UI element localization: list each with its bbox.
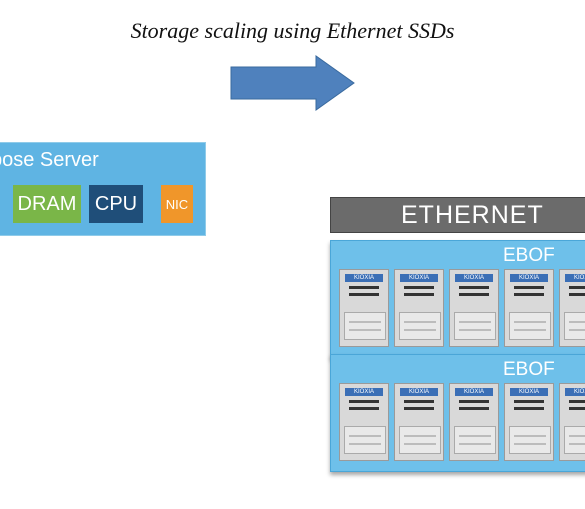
ssd-row: KIOXIA KIOXIA KIOXIA KIOXIA KIOXIA [339,383,585,463]
ebof-label: EBOF [503,359,555,380]
ssd-brand-label: KIOXIA [455,388,493,396]
ethernet-ssd: KIOXIA [559,383,585,461]
dram-chip: DRAM [13,185,81,223]
cpu-chip: CPU [89,185,143,223]
ethernet-ssd: KIOXIA [339,383,389,461]
ethernet-ssd: KIOXIA [449,383,499,461]
ethernet-ssd: KIOXIA [449,269,499,347]
general-purpose-server: pose Server DRAM CPU NIC [0,142,206,236]
ssd-brand-label: KIOXIA [345,388,383,396]
ssd-brand-label: KIOXIA [510,388,548,396]
diagram-title: Storage scaling using Ethernet SSDs [130,18,455,43]
ssd-brand-label: KIOXIA [400,388,438,396]
ethernet-ssd: KIOXIA [339,269,389,347]
nic-chip: NIC [161,185,193,223]
ssd-row: KIOXIA KIOXIA KIOXIA KIOXIA KIOXIA [339,269,585,349]
ebof-enclosure: EBOF KIOXIA KIOXIA KIOXIA KIOXIA KIOXIA [330,354,585,472]
ethernet-ssd: KIOXIA [559,269,585,347]
ethernet-ssd: KIOXIA [504,383,554,461]
ssd-brand-label: KIOXIA [345,274,383,282]
ssd-brand-label: KIOXIA [510,274,548,282]
ssd-brand-label: KIOXIA [455,274,493,282]
ssd-brand-label: KIOXIA [565,388,585,396]
ebof-label: EBOF [503,245,555,266]
ssd-brand-label: KIOXIA [565,274,585,282]
ethernet-ssd: KIOXIA [394,383,444,461]
right-arrow-icon [230,55,355,111]
ethernet-ssd: KIOXIA [504,269,554,347]
ethernet-ssd: KIOXIA [394,269,444,347]
ethernet-bar: ETHERNET [330,197,585,233]
server-label: pose Server [0,149,99,171]
ebof-enclosure: EBOF KIOXIA KIOXIA KIOXIA KIOXIA KIOXIA [330,240,585,358]
ssd-brand-label: KIOXIA [400,274,438,282]
